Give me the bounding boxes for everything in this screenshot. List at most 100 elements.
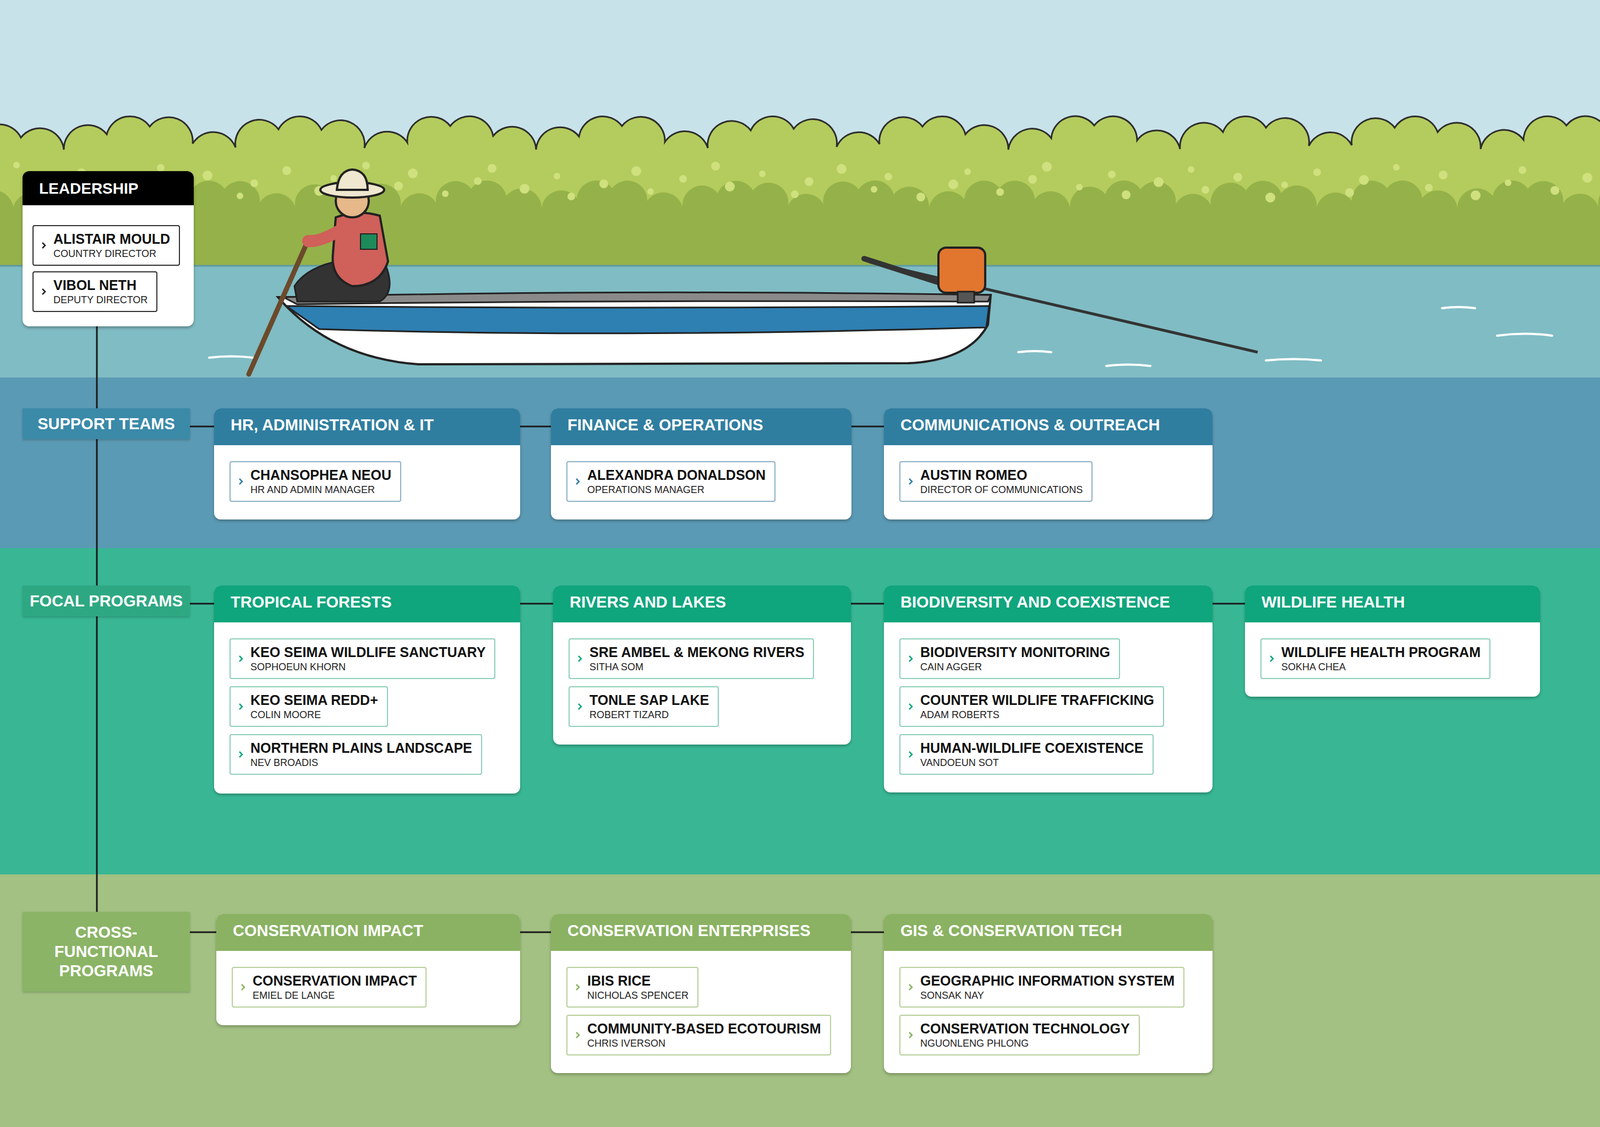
person-role: CHRIS IVERSON	[587, 1038, 822, 1051]
person-name: TONLE SAP LAKE	[589, 692, 709, 709]
group-header: HR, ADMINISTRATION & IT	[214, 408, 521, 446]
chevron-stroke	[909, 1032, 913, 1039]
ripple	[1106, 364, 1151, 367]
boat-illustration	[248, 169, 1258, 375]
person-name: HUMAN-WILDLIFE COEXISTENCE	[920, 740, 1144, 757]
chevron-stroke	[576, 478, 580, 485]
person-name: SRE AMBEL & MEKONG RIVERS	[589, 644, 805, 661]
leaf-dot	[1265, 192, 1276, 203]
leaf-dot	[804, 177, 814, 187]
connector-line	[851, 426, 884, 428]
cross-band	[0, 874, 1600, 1127]
group-header: CONSERVATION ENTERPRISES	[550, 914, 851, 952]
group-header: WILDLIFE HEALTH	[1244, 585, 1541, 623]
rower-badge	[360, 233, 378, 250]
leaf-dot	[519, 183, 530, 194]
chevron-icon	[237, 701, 245, 712]
chevron-stroke	[239, 703, 243, 710]
person-role: VANDOEUN SOT	[920, 757, 1144, 770]
person-box: HUMAN-WILDLIFE COEXISTENCEVANDOEUN SOT	[899, 734, 1154, 775]
ripple	[1497, 334, 1553, 337]
chevron-icon	[907, 476, 915, 487]
chevron-icon	[907, 982, 915, 993]
paddle	[248, 239, 309, 375]
focal-band	[0, 548, 1600, 875]
chevron-stroke	[909, 703, 913, 710]
leaf-dot	[1121, 190, 1131, 200]
leaf-dot	[1233, 172, 1243, 182]
leaf-dot	[1582, 172, 1593, 183]
person-box: COUNTER WILDLIFE TRAFFICKINGADAM ROBERTS	[899, 686, 1165, 728]
leaf-dot	[996, 188, 1004, 196]
connector-line	[96, 326, 98, 409]
person-role: DIRECTOR OF COMMUNICATIONS	[920, 484, 1083, 497]
rower-arm	[308, 231, 339, 242]
person-role: EMIEL DE LANGE	[252, 990, 417, 1003]
connector-line	[520, 931, 551, 934]
leadership-panel: LEADERSHIPALISTAIR MOULDCOUNTRY DIRECTOR…	[22, 171, 194, 327]
leaf-dot	[1281, 181, 1288, 189]
person-role: NEV BROADIS	[250, 757, 473, 770]
program-group: RIVERS AND LAKESSRE AMBEL & MEKONG RIVER…	[553, 585, 851, 745]
chevron-stroke	[576, 984, 580, 991]
tree-line	[0, 116, 1600, 270]
tiller	[864, 258, 947, 286]
section-label: FOCAL PROGRAMS	[22, 585, 190, 617]
connector-line	[189, 603, 215, 605]
connector-line	[96, 439, 98, 586]
connector-line	[1212, 603, 1245, 605]
person-name: WILDLIFE HEALTH PROGRAM	[1281, 644, 1481, 661]
section-title: CROSS-FUNCTIONAL PROGRAMS	[26, 923, 186, 981]
chevron-icon	[907, 653, 915, 664]
chevron-stroke	[239, 478, 243, 485]
group-title: CONSERVATION IMPACT	[232, 921, 424, 941]
chevron-stroke	[1270, 656, 1274, 662]
leaf-dot	[870, 186, 878, 193]
leaf-dot	[250, 179, 259, 188]
leaf-dot	[1470, 190, 1481, 201]
person-name: COUNTER WILDLIFE TRAFFICKING	[920, 692, 1155, 709]
chevron-stroke	[909, 478, 913, 485]
chevron-icon	[40, 240, 48, 251]
chevron-stroke	[42, 288, 46, 295]
leaf-dot	[13, 161, 20, 169]
leaf-dot	[473, 177, 482, 185]
leaf-dot	[1393, 164, 1400, 171]
ripple	[209, 356, 254, 359]
person-box: CONSERVATION IMPACTEMIEL DE LANGE	[231, 967, 427, 1008]
leaf-dot	[282, 166, 292, 176]
chevron-stroke	[241, 984, 245, 991]
program-group: WILDLIFE HEALTHWILDLIFE HEALTH PROGRAMSO…	[1244, 585, 1541, 697]
person-role: SONSAK NAY	[920, 990, 1175, 1003]
leaf-dot	[441, 190, 449, 198]
leaf-dot	[711, 161, 720, 171]
leaf-dot	[884, 172, 893, 181]
person-name: AUSTIN ROMEO	[920, 467, 1083, 484]
chevron-stroke	[239, 751, 243, 758]
group-title: WILDLIFE HEALTH	[1261, 593, 1405, 612]
leaf-dot	[156, 164, 165, 172]
person-name: KEO SEIMA REDD+	[250, 692, 379, 709]
leaf-dot	[1345, 188, 1354, 198]
chevron-icon	[576, 653, 584, 664]
leaf-dot	[1107, 170, 1116, 179]
person-box: COMMUNITY-BASED ECOTOURISMCHRIS IVERSON	[566, 1014, 832, 1056]
leaf-dot	[599, 179, 609, 189]
leaf-dot	[631, 166, 642, 177]
person-role: DEPUTY DIRECTOR	[53, 294, 148, 307]
person-box: CHANSOPHEA NEOUHR AND ADMIN MANAGER	[229, 461, 402, 502]
program-group: CONSERVATION IMPACT CONSERVATION IMPACTEM…	[216, 914, 521, 1026]
leaf-dot	[1518, 166, 1527, 174]
group-title: COMMUNICATIONS & OUTREACH	[900, 416, 1161, 435]
chevron-icon	[237, 653, 245, 664]
leaf-dot	[202, 170, 213, 181]
rower-shirt	[332, 213, 389, 287]
panel-header: LEADERSHIP	[22, 171, 194, 206]
person-box: BIODIVERSITY MONITORINGCAIN AGGER	[899, 638, 1121, 680]
group-header: COMMUNICATIONS & OUTREACH	[883, 408, 1213, 446]
leaf-dot	[758, 170, 766, 178]
person-name: ALEXANDRA DONALDSON	[587, 467, 766, 484]
chevron-stroke	[578, 703, 582, 710]
person-box: AUSTIN ROMEODIRECTOR OF COMMUNICATIONS	[899, 461, 1093, 502]
program-group: FINANCE & OPERATIONSALEXANDRA DONALDSONO…	[550, 408, 852, 520]
